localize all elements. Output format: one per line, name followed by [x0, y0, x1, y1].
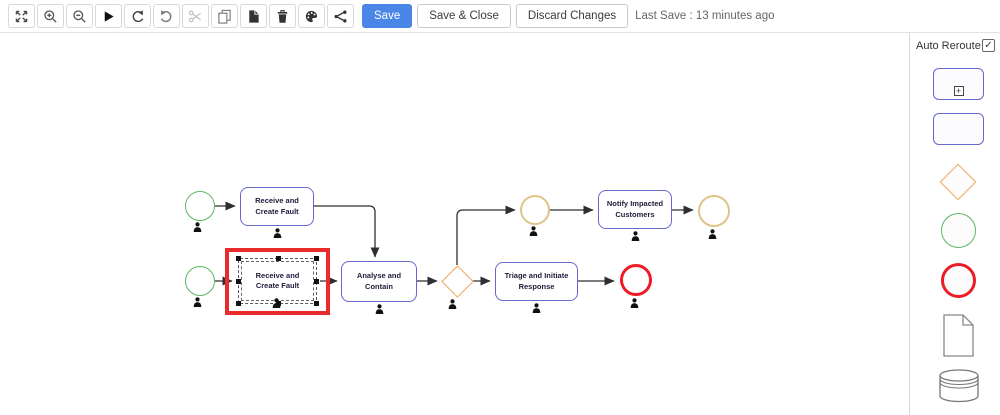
palette-document-shape[interactable]: [943, 314, 974, 357]
task-notify-impacted-customers[interactable]: Notify Impacted Customers: [598, 190, 672, 229]
resize-handle-nw[interactable]: [236, 256, 241, 261]
zoom-out-button[interactable]: [66, 4, 93, 28]
palette-gateway-shape[interactable]: [939, 163, 977, 201]
task-analyse-contain[interactable]: Analyse and Contain: [341, 261, 417, 302]
checkmark-icon: ✓: [984, 40, 993, 51]
assignee-person-icon: [273, 228, 282, 238]
zoom-out-icon: [73, 9, 86, 23]
task-label: Analyse and Contain: [356, 271, 402, 291]
play-icon: [104, 10, 114, 22]
palette-datastore-shape[interactable]: [939, 369, 979, 403]
assignee-person-icon: [708, 229, 717, 239]
redo-button[interactable]: [153, 4, 180, 28]
paste-icon: [249, 9, 259, 23]
task-label: Receive and Create Fault: [255, 270, 300, 290]
end-event[interactable]: [620, 264, 652, 296]
resize-handle-s[interactable]: [275, 301, 281, 306]
delete-button[interactable]: [269, 4, 296, 28]
fit-view-button[interactable]: [8, 4, 35, 28]
assignee-person-icon: [630, 298, 639, 308]
task-label: Receive and Create Fault: [255, 196, 299, 216]
palette-task-shape[interactable]: [933, 113, 984, 145]
zoom-in-button[interactable]: [37, 4, 64, 28]
scissors-icon: [188, 10, 202, 22]
resize-handle-se[interactable]: [314, 301, 319, 306]
auto-reroute-checkbox[interactable]: ✓: [982, 39, 995, 52]
share-button[interactable]: [327, 4, 354, 28]
task-triage-initiate-response[interactable]: Triage and Initiate Response: [495, 262, 578, 301]
resize-handle-w[interactable]: [236, 279, 241, 284]
assignee-person-icon: [631, 231, 640, 241]
edge-gateway-intermediate1[interactable]: [456, 205, 516, 265]
redo-icon: [160, 9, 172, 22]
assignee-person-icon: [529, 226, 538, 236]
palette-end-event-shape[interactable]: [941, 263, 976, 298]
fit-view-icon: [15, 10, 28, 22]
copy-icon: [218, 9, 231, 24]
intermediate-event-1[interactable]: [520, 195, 550, 225]
assignee-person-icon: [272, 298, 281, 308]
save-and-close-button[interactable]: Save & Close: [417, 4, 511, 28]
resize-handle-sw[interactable]: [236, 301, 241, 306]
cut-button[interactable]: [182, 4, 209, 28]
undo-button[interactable]: [124, 4, 151, 28]
resize-handle-n[interactable]: [275, 256, 281, 261]
resize-handle-e[interactable]: [314, 279, 319, 284]
intermediate-event-2[interactable]: [698, 195, 730, 227]
copy-button[interactable]: [211, 4, 238, 28]
palette-icon: [305, 10, 318, 22]
assignee-person-icon: [193, 222, 202, 232]
assignee-person-icon: [532, 303, 541, 313]
palette-start-event-shape[interactable]: [941, 213, 976, 248]
editor-toolbar: Save Save & Close Discard Changes Last S…: [0, 0, 1000, 33]
assignee-person-icon: [375, 304, 384, 314]
zoom-in-icon: [44, 9, 57, 23]
start-event-1[interactable]: [185, 191, 215, 221]
auto-reroute-row: Auto Reroute ✓: [916, 39, 995, 52]
resize-handle-ne[interactable]: [314, 256, 319, 261]
edge-task1-analyse[interactable]: [314, 205, 380, 258]
shape-palette-sidebar: Auto Reroute ✓ +: [909, 33, 1000, 415]
save-button[interactable]: Save: [362, 4, 413, 28]
style-palette-button[interactable]: [298, 4, 325, 28]
task-receive-create-fault-2-selected[interactable]: Receive and Create Fault: [236, 256, 319, 306]
expand-plus-icon: +: [953, 86, 964, 96]
undo-icon: [132, 9, 144, 22]
task-receive-create-fault-1[interactable]: Receive and Create Fault: [240, 187, 314, 226]
start-event-2[interactable]: [185, 266, 215, 296]
auto-reroute-label: Auto Reroute: [916, 39, 981, 52]
paste-button[interactable]: [240, 4, 267, 28]
run-button[interactable]: [95, 4, 122, 28]
task-label: Notify Impacted Customers: [606, 199, 664, 219]
task-label: Triage and Initiate Response: [504, 271, 569, 291]
assignee-person-icon: [448, 299, 457, 309]
trash-icon: [277, 9, 288, 23]
palette-subprocess-shape[interactable]: +: [933, 68, 984, 100]
discard-changes-button[interactable]: Discard Changes: [515, 4, 629, 28]
share-icon: [334, 10, 347, 22]
last-save-status: Last Save : 13 minutes ago: [635, 10, 775, 22]
assignee-person-icon: [193, 297, 202, 307]
